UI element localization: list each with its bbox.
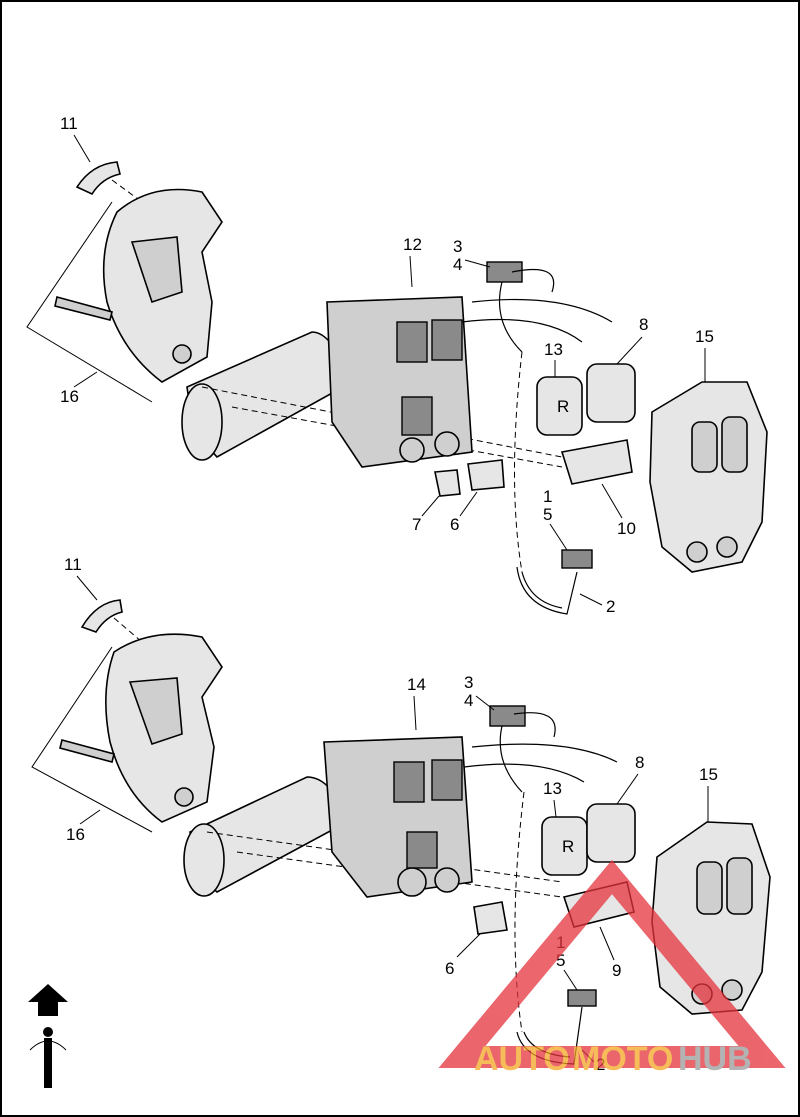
reverse-symbol-lower: R <box>562 837 574 856</box>
bracket-16-lower <box>31 646 153 833</box>
callout-14-lower: 14 <box>407 675 426 694</box>
watermark-auto: AUTO <box>474 1040 570 1078</box>
callout-13-upper: 13 <box>544 340 563 359</box>
callout-1-upper: 1 <box>543 487 552 506</box>
callout-6-lower: 6 <box>445 959 454 978</box>
callout-12-upper: 12 <box>403 235 422 254</box>
callout-16-lower: 16 <box>66 825 85 844</box>
callout-13-lower: 13 <box>543 779 562 798</box>
callout-8-lower: 8 <box>635 753 644 772</box>
cap-6-lower <box>473 901 508 935</box>
callout-5-upper: 5 <box>543 505 552 524</box>
upper-housing-15-upper <box>649 381 768 573</box>
connector-3-4-lower <box>489 705 526 727</box>
callout-3-upper: 3 <box>453 237 462 256</box>
automotohub-watermark: AUTO MOTO HUB <box>438 859 786 1078</box>
callout-2-upper: 2 <box>606 597 615 616</box>
connector-1-5-lower <box>567 989 597 1007</box>
callout-10-upper: 10 <box>617 519 636 538</box>
switch-cap-13-upper <box>536 376 583 436</box>
bracket-16-upper <box>26 201 153 403</box>
switch-cap-10-upper <box>560 439 633 485</box>
callout-4-upper: 4 <box>453 255 462 274</box>
callout-11-upper: 11 <box>60 114 78 133</box>
callout-11-lower: 11 <box>64 555 82 574</box>
callout-9-lower: 9 <box>612 961 621 980</box>
callout-4-lower: 4 <box>464 691 473 710</box>
tab-part-11-lower <box>80 599 123 633</box>
switch-cap-8-upper <box>586 363 636 423</box>
watermark-moto: MOTO <box>572 1040 673 1078</box>
upper-assembly: R 11 12 3 4 8 13 15 16 1 5 <box>26 114 768 616</box>
callout-15-upper: 15 <box>695 327 714 346</box>
tab-part-11-upper <box>75 161 121 196</box>
callout-16-upper: 16 <box>60 387 79 406</box>
callout-8-upper: 8 <box>639 315 648 334</box>
cap-7-upper <box>434 469 461 497</box>
callout-6-upper: 6 <box>450 515 459 534</box>
screw-lower <box>59 739 115 763</box>
reverse-symbol-upper: R <box>557 397 569 416</box>
cap-6-upper <box>467 459 505 491</box>
connector-1-5-upper <box>561 549 593 569</box>
screw-upper <box>54 296 113 321</box>
callout-7-upper: 7 <box>412 515 421 534</box>
switch-cap-8-lower <box>586 803 636 863</box>
connector-3-4-upper <box>486 261 523 283</box>
callout-15-lower: 15 <box>699 765 718 784</box>
callout-3-lower: 3 <box>464 673 473 692</box>
forward-arrow-icon <box>28 984 68 1088</box>
lower-assembly: R 11 14 3 4 8 13 15 16 1 5 6 9 2 <box>31 555 771 1074</box>
callout-5-lower: 5 <box>556 951 565 970</box>
watermark-hub: HUB <box>678 1040 752 1078</box>
watermark-triangle <box>438 859 786 1068</box>
